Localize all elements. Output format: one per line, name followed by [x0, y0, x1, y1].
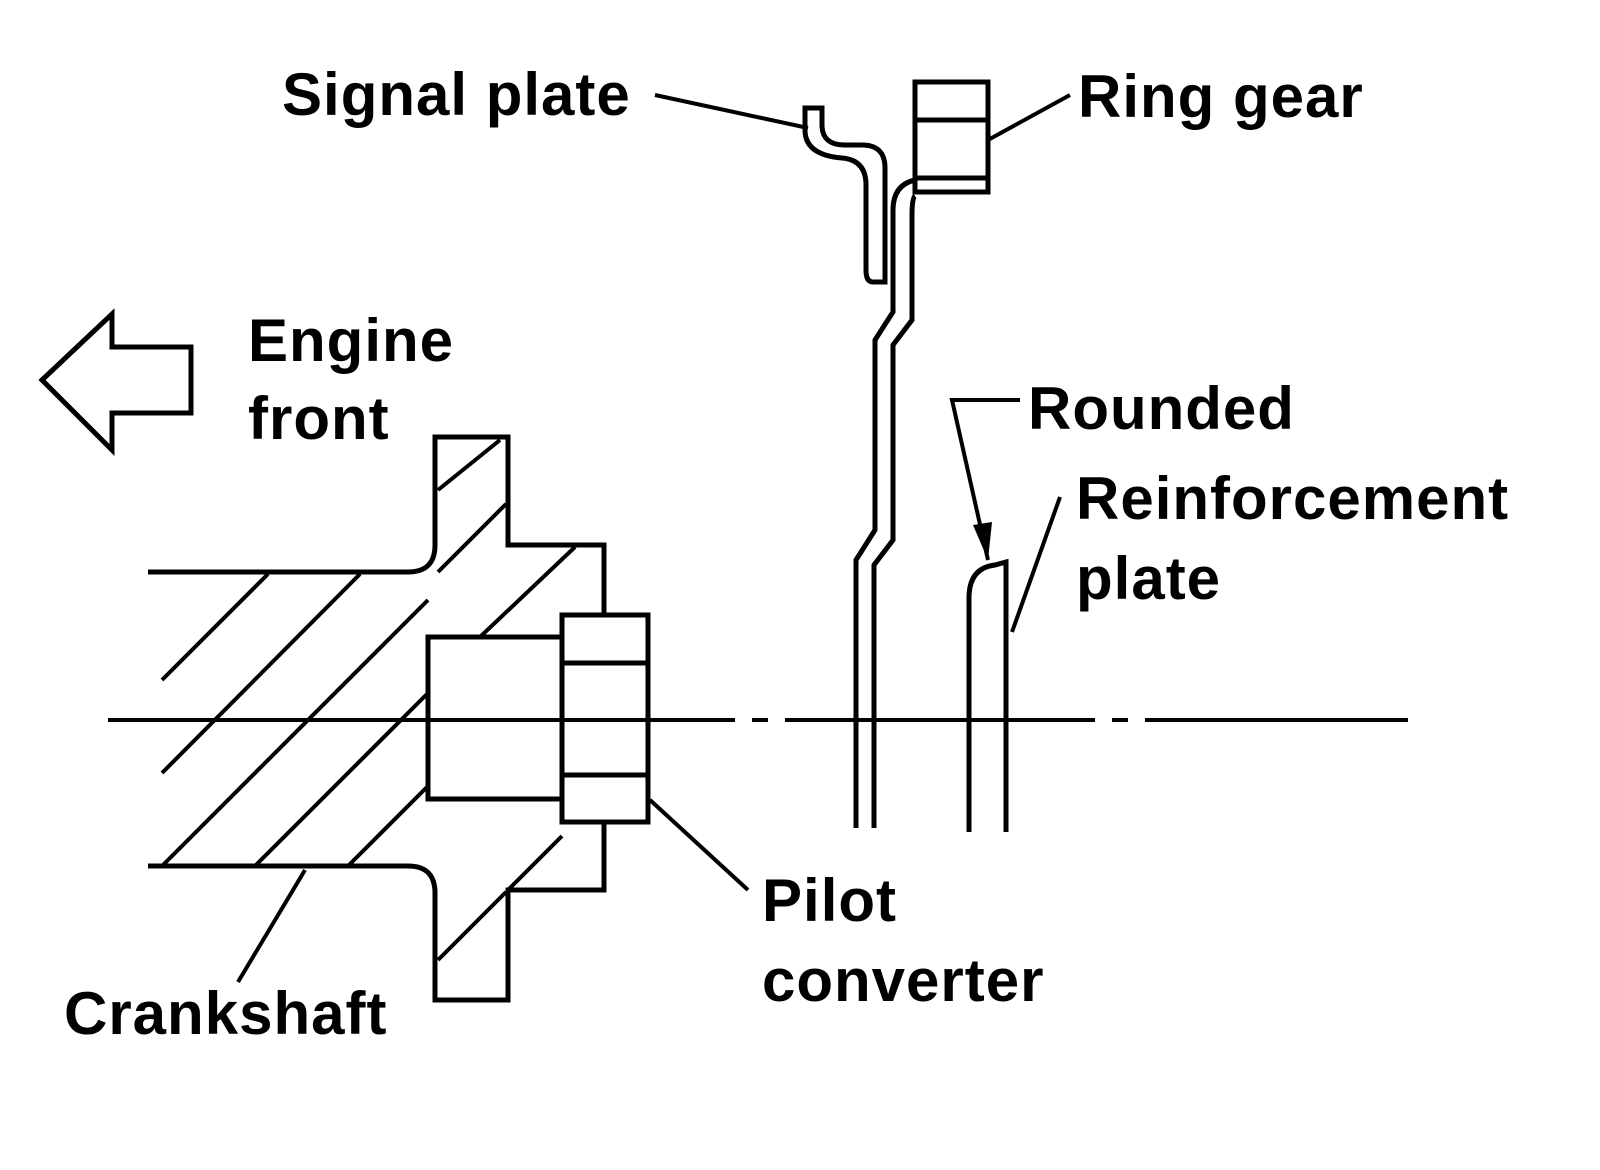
reinforcement-plate-body — [966, 558, 1009, 832]
engine-front-label-line2: front — [248, 385, 390, 452]
reinforcement-plate-label-line2: plate — [1076, 545, 1222, 612]
drive-plate-profile — [802, 105, 988, 828]
reinforcement-plate-label-line1: Reinforcement — [1076, 465, 1510, 532]
crankshaft-hatching — [160, 438, 577, 962]
pilot-converter-label-line2: converter — [762, 947, 1045, 1014]
rounded-label: Rounded — [1028, 375, 1295, 442]
crankshaft-outline — [148, 434, 607, 1003]
crankshaft-label: Crankshaft — [64, 980, 388, 1047]
signal-plate-label: Signal plate — [282, 61, 631, 128]
ring-gear-body — [912, 79, 991, 195]
leader-lines — [236, 93, 1071, 984]
engine-front-label-line1: Engine — [248, 307, 455, 374]
pilot-converter-label-line1: Pilot — [762, 867, 897, 934]
engine-front-arrow-icon — [38, 308, 194, 457]
ring-gear-label: Ring gear — [1078, 63, 1364, 130]
pilot-converter-body — [425, 612, 651, 825]
